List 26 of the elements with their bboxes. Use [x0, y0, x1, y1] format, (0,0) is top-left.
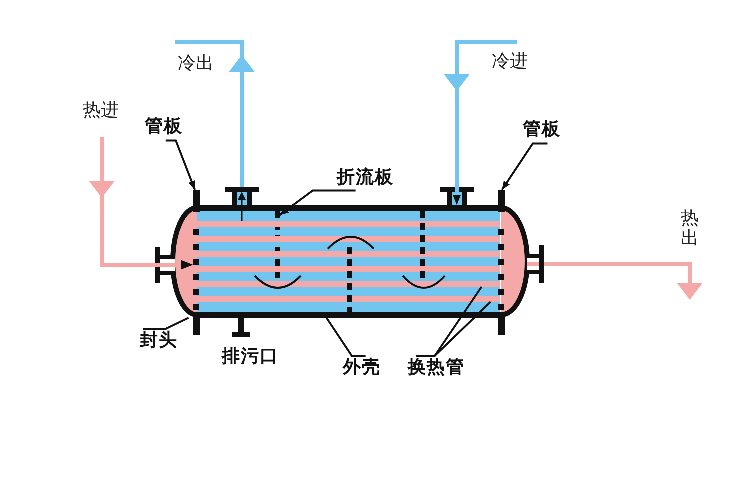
nozzle — [155, 247, 175, 283]
flow-label: 热进 — [83, 101, 119, 122]
part-label: 外壳 — [343, 358, 381, 379]
tube-plate — [498, 190, 505, 335]
leader-line — [143, 317, 190, 330]
part-label: 封头 — [140, 331, 178, 352]
tube — [196, 296, 500, 302]
leader-line — [416, 301, 492, 357]
tube-plate — [193, 190, 200, 335]
leader-line — [501, 142, 548, 191]
leader-line — [166, 140, 196, 190]
flow-label: 冷出 — [178, 54, 214, 75]
end-head — [499, 205, 532, 318]
part-label: 换热管 — [408, 358, 465, 379]
part-label: 折流板 — [337, 168, 394, 189]
flow-label: 冷进 — [492, 52, 528, 73]
tube — [196, 281, 500, 287]
nozzle — [527, 245, 544, 283]
part-label: 管板 — [145, 117, 183, 138]
part-label: 排污口 — [222, 347, 279, 368]
part-label: 管板 — [523, 120, 561, 141]
leader-line — [326, 317, 366, 357]
leader-line — [279, 190, 356, 216]
nozzle — [440, 187, 474, 206]
flow-label: 热出 — [681, 209, 699, 249]
baffle — [275, 211, 280, 281]
